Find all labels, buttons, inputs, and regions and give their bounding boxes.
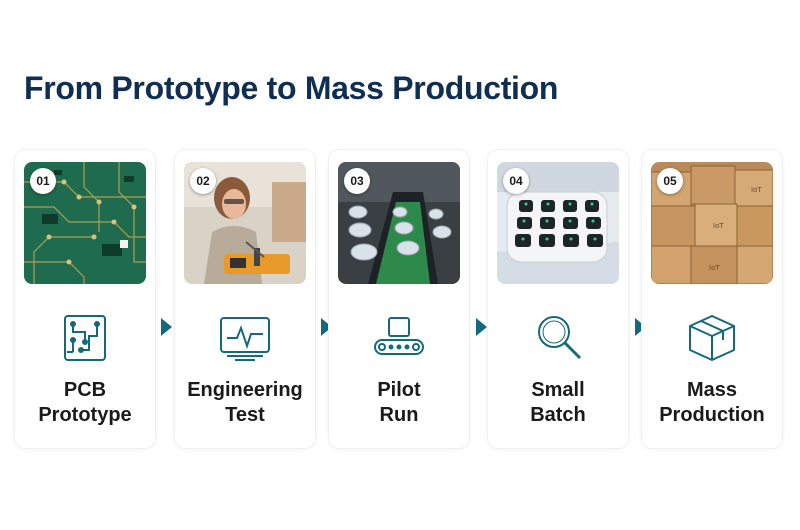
step-label-line2: Prototype [38,404,132,426]
step-label-line2: Test [225,404,265,426]
step-card-small-batch: 04 Small Batch [488,150,628,448]
svg-text:IoT: IoT [751,186,762,194]
chevron-right-icon [161,318,172,336]
step-card-pilot-run: 03 Pilot Run [329,150,469,448]
svg-text:IoT: IoT [709,264,720,272]
step-number-badge: 04 [503,168,529,194]
chevron-right-icon [321,318,332,336]
assembly-line-photo: 03 [338,162,460,284]
step-label: Small Batch [478,378,638,428]
chevron-right-icon [476,318,487,336]
step-card-engineering-test: 02 Engineering Test [175,150,315,448]
boxes-photo: IoT IoT IoT 05 [651,162,773,284]
process-steps: 01 PCB Prototype [15,150,790,450]
circuit-board-icon [57,310,113,366]
chevron-right-icon [635,318,646,336]
step-label: Mass Production [632,378,792,428]
step-label-line1: PCB [63,379,107,401]
step-card-mass-production: IoT IoT IoT 05 Mass Production [642,150,782,448]
step-label-line1: Pilot [377,379,421,401]
step-number-badge: 02 [190,168,216,194]
step-label-line2: Production [659,404,765,426]
step-label: Engineering Test [165,378,325,428]
step-label-line1: Engineering [187,379,303,401]
pcb-photo: 01 [24,162,146,284]
conveyor-icon [371,310,427,366]
step-label-line1: Mass [686,379,738,401]
step-label-line2: Batch [530,404,586,426]
step-label-line2: Run [379,404,419,426]
magnifier-icon [530,310,586,366]
engineer-photo: 02 [184,162,306,284]
oscilloscope-icon [217,310,273,366]
box-icon [684,310,740,366]
svg-text:IoT: IoT [713,222,724,230]
step-label: Pilot Run [319,378,479,428]
step-card-pcb-prototype: 01 PCB Prototype [15,150,155,448]
page-title: From Prototype to Mass Production [24,70,559,106]
step-label: PCB Prototype [5,378,165,428]
step-number-badge: 05 [657,168,683,194]
keypad-photo: 04 [497,162,619,284]
step-number-badge: 01 [30,168,56,194]
step-label-line1: Small [531,379,585,401]
step-number-badge: 03 [344,168,370,194]
